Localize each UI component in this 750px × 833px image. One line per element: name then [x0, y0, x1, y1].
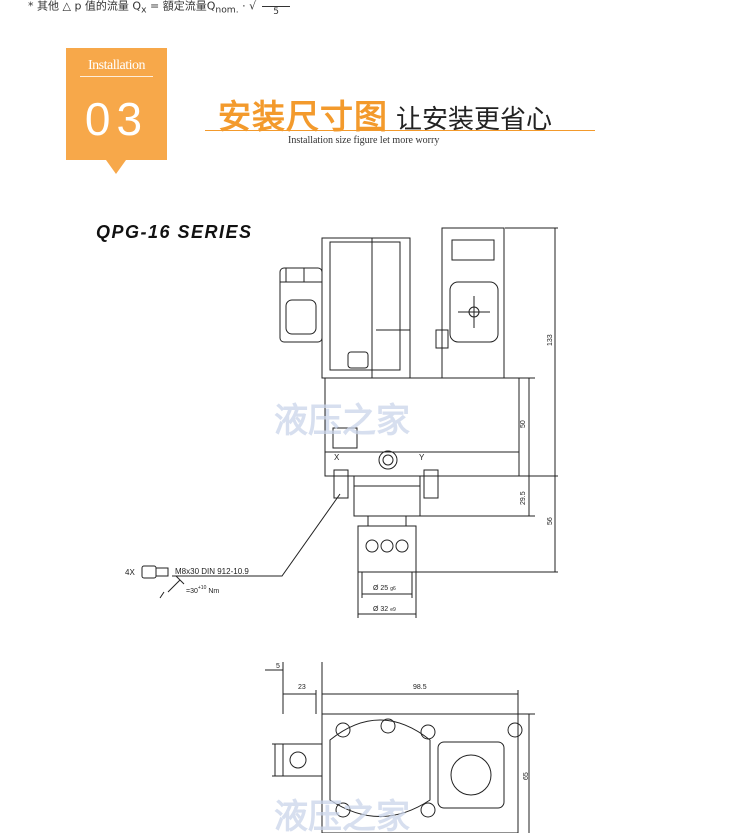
pilot-housing — [321, 237, 411, 379]
pilot-cover — [329, 719, 431, 817]
cartridge-lower — [357, 525, 417, 573]
dim-29-5: 29.5 — [520, 491, 527, 505]
series-title: QPG-16 SERIES — [96, 222, 253, 242]
formula-prefix: * 其他 △ p 值的流量 Q — [28, 0, 142, 13]
port-x-label: X — [334, 453, 340, 462]
top-connector — [282, 743, 323, 777]
watermark-front: 液压之家 — [274, 401, 410, 441]
formula-fraction: 5 — [262, 0, 291, 17]
formula-sub-nom: nom. — [215, 4, 239, 16]
dim-56: 56 — [547, 517, 554, 525]
mounting-screw-right — [423, 469, 439, 499]
dim-133: 133 — [547, 334, 554, 346]
section-tag: Installation 03 — [66, 48, 167, 174]
dim-23: 23 — [298, 684, 306, 691]
main-body — [324, 377, 520, 477]
flow-formula: * 其他 △ p 值的流量 Qx = 額定流量Qnom. · √ 5 — [28, 0, 291, 17]
dim-5: 5 — [276, 663, 280, 670]
dim-65: 65 — [523, 772, 530, 780]
valve-front-view — [141, 227, 558, 618]
top-solenoid — [437, 741, 505, 809]
screw-head-icon — [141, 565, 157, 579]
formula-middle: = 額定流量Q — [146, 0, 216, 13]
solenoid-coil — [441, 227, 505, 379]
center-plug — [378, 450, 398, 470]
dim-98-5: 98.5 — [413, 684, 427, 691]
section-number: 03 — [84, 93, 149, 145]
mounting-screw-left — [333, 469, 349, 499]
heading-main: 安装尺寸图 — [218, 97, 388, 136]
section-label: Installation — [88, 58, 146, 73]
cartridge-upper — [353, 475, 421, 517]
dim-50: 50 — [520, 420, 527, 428]
pilot-knob — [347, 351, 369, 369]
sqrt-icon: √ — [249, 0, 257, 13]
valve-top-view — [265, 662, 535, 833]
formula-sub-x: x — [141, 4, 147, 16]
solenoid-connector — [449, 281, 499, 343]
watermark-top: 液压之家 — [274, 797, 410, 833]
wrench-icon — [159, 575, 185, 599]
tag-divider — [80, 76, 153, 77]
formula-dot: · — [238, 0, 250, 13]
heading-divider — [205, 130, 595, 131]
port-y-label: Y — [419, 453, 425, 462]
heading-caption: Installation size figure let more worry — [288, 135, 440, 146]
formula-numerator — [262, 0, 291, 7]
qty-label: 4X — [125, 568, 135, 577]
screw-spec: M8x30 DIN 912-10.9 — [175, 567, 249, 576]
formula-denominator: 5 — [273, 7, 280, 17]
